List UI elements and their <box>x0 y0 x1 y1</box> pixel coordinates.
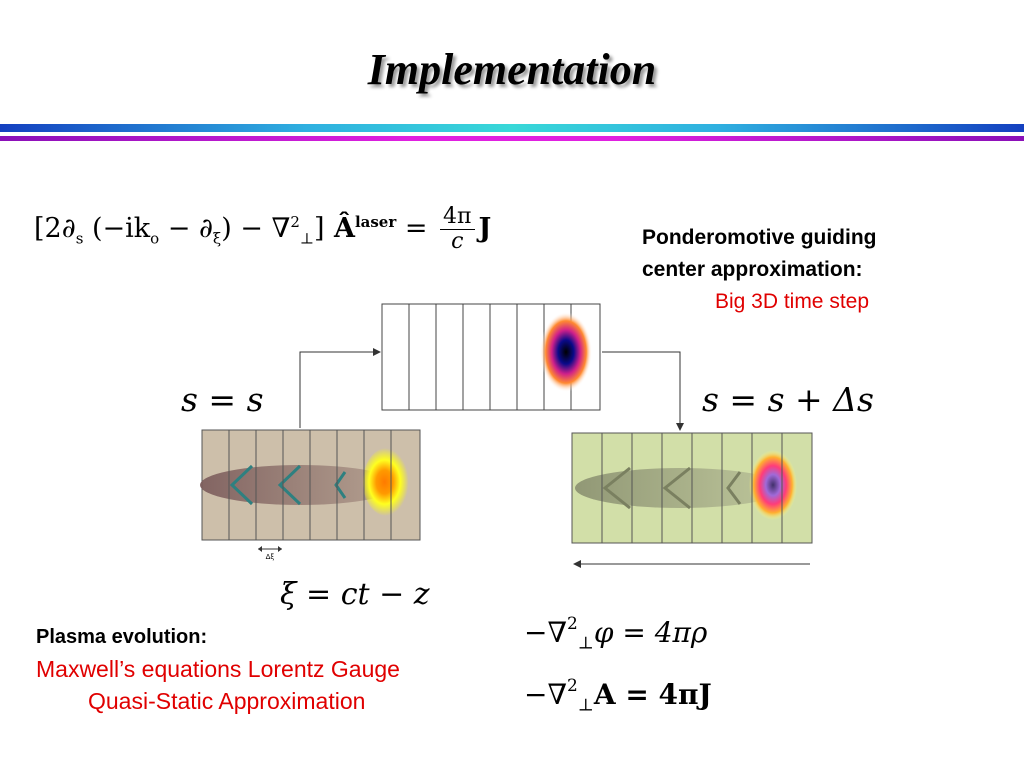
plasma-evolution-text: Plasma evolution: Maxwell’s equations Lo… <box>36 621 516 717</box>
eq-sup: 2 <box>567 614 578 634</box>
ponderomotive-line3: Big 3D time step <box>714 290 870 313</box>
arrow-to-laser-box <box>299 348 381 428</box>
delta-xi-marker: Δξ <box>258 546 282 561</box>
eq-sub: ξ <box>212 229 222 248</box>
eq-part: A = 4πJ <box>593 678 712 711</box>
title-underline-magenta <box>0 136 1024 141</box>
laser-pulse-left <box>363 448 411 516</box>
eq-part: ) − ∇ <box>221 213 291 245</box>
flow-arrows <box>299 348 810 568</box>
eq-sub: ⊥ <box>577 633 594 654</box>
poisson-phi-equation: −∇2⊥φ = 4πρ <box>524 614 707 654</box>
eq-frac-num: 4π <box>440 204 475 231</box>
eq-sub: ⊥ <box>299 229 315 248</box>
eq-rhs: J <box>478 213 492 245</box>
laser-grid-box <box>381 303 601 411</box>
eq-frac-den: c <box>451 229 464 255</box>
eq-equals: = <box>396 213 437 245</box>
delta-xi-label: Δξ <box>266 553 275 561</box>
eq-sub: o <box>150 229 160 248</box>
plasma-box-right <box>571 432 813 544</box>
laser-pulse-right <box>749 450 797 520</box>
eq-part: φ = 4πρ <box>593 616 708 649</box>
ponderomotive-line2: center approximation: <box>642 258 863 281</box>
eq-operator: Â <box>324 213 355 245</box>
ponderomotive-text: Ponderomotive guiding center approximati… <box>642 222 972 318</box>
arrow-to-right-box <box>602 351 684 431</box>
eq-part: −∇ <box>524 678 568 711</box>
plasma-line1: Plasma evolution: <box>36 626 208 648</box>
plasma-line3: Quasi-Static Approximation <box>88 688 366 714</box>
eq-sup: 2 <box>567 676 578 696</box>
step-label-left: s = s <box>181 380 264 419</box>
eq-sub: s <box>75 229 84 248</box>
plasma-box-left <box>200 429 421 541</box>
poisson-a-equation: −∇2⊥A = 4πJ <box>524 676 712 716</box>
wake-chevrons-right <box>602 466 742 510</box>
eq-sup: 2 <box>290 213 300 232</box>
xi-definition: ξ = ct − z <box>280 577 430 612</box>
eq-sub: ⊥ <box>577 695 594 716</box>
slide-title: Implementation <box>367 45 657 94</box>
eq-part: −∇ <box>524 616 568 649</box>
step-label-right: s = s + Δs <box>702 380 874 419</box>
ponderomotive-line1: Ponderomotive guiding <box>642 226 877 249</box>
title-underline-blue <box>0 124 1024 132</box>
eq-part: (−ik <box>83 213 151 245</box>
eq-sup: laser <box>354 213 397 232</box>
plasma-line2: Maxwell’s equations Lorentz Gauge <box>36 656 400 682</box>
eq-part: − ∂ <box>159 213 213 245</box>
laser-pulse-top <box>540 312 592 392</box>
wake-chevrons-left <box>229 464 347 506</box>
eq-part: [2∂ <box>34 213 76 245</box>
eq-part: ] <box>314 213 325 245</box>
